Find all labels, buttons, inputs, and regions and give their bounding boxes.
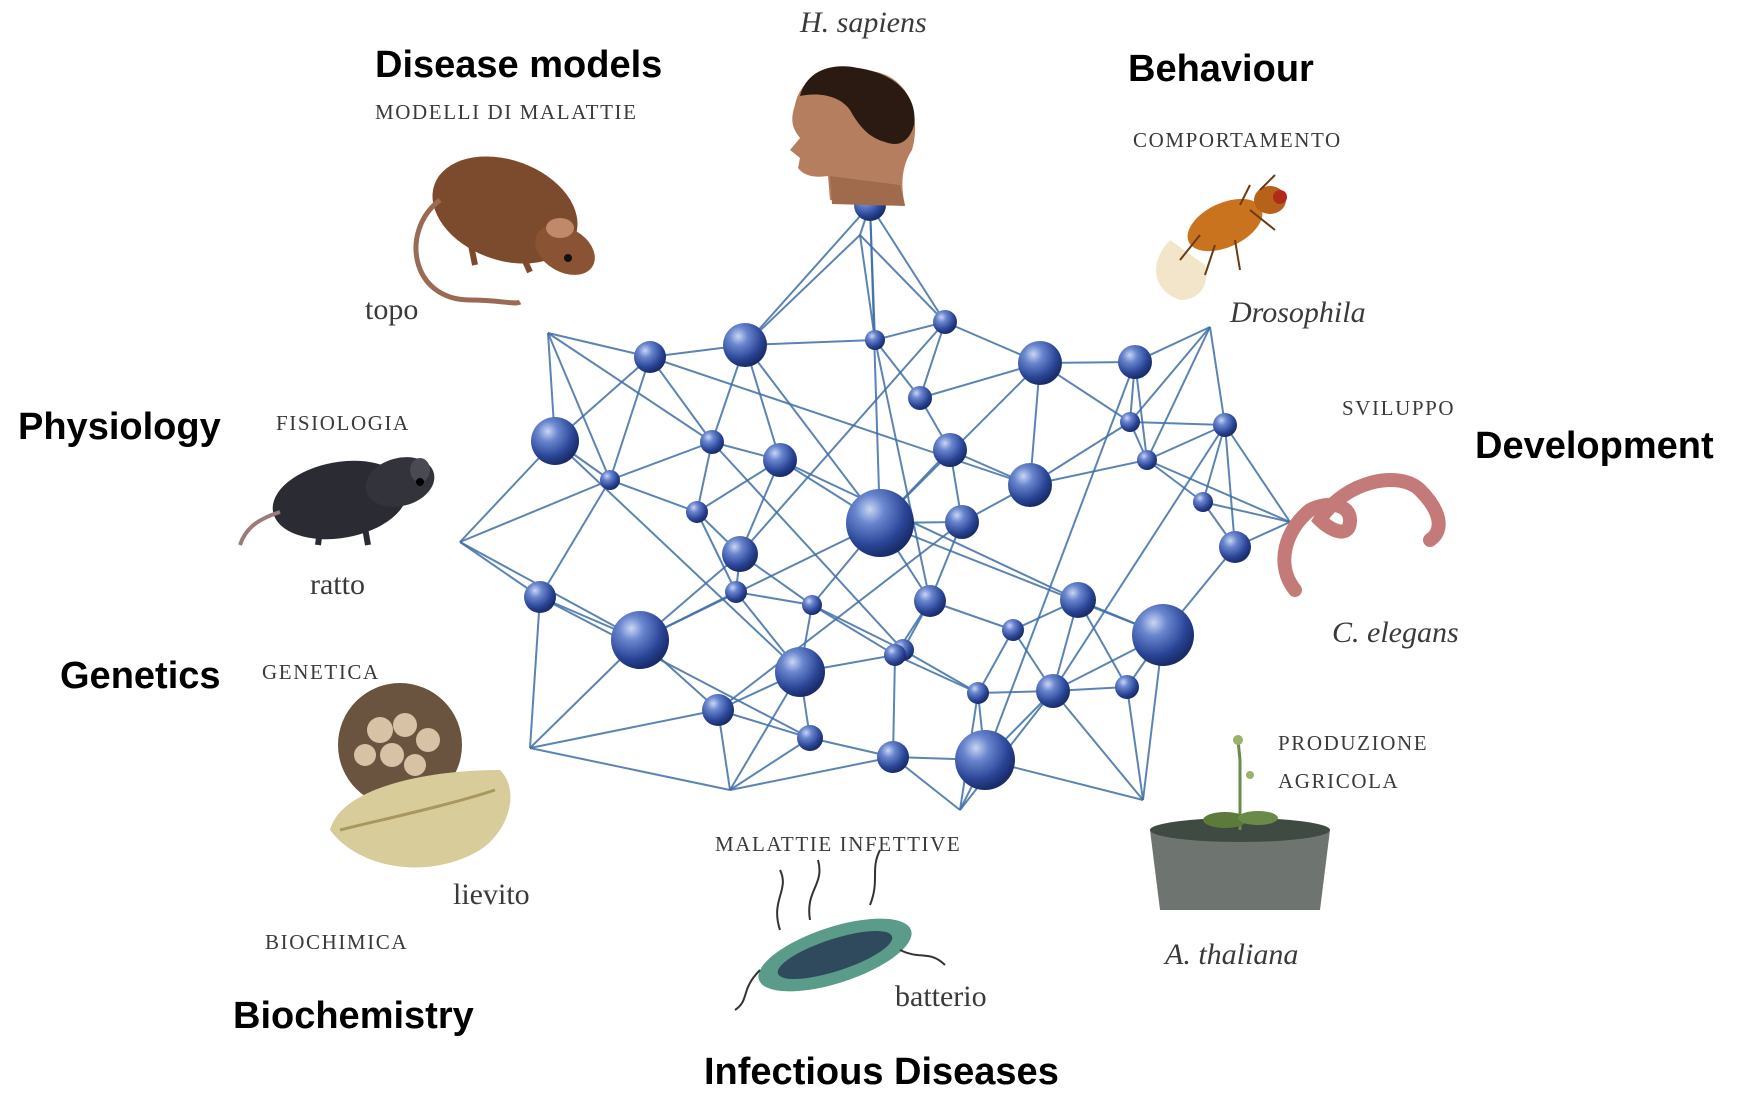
network-node [933, 310, 957, 334]
fruit-fly-icon [1156, 175, 1287, 300]
label-modelli-di-malattie: MODELLI DI MALATTIE [375, 102, 638, 123]
network-node [1213, 413, 1237, 437]
yeast-icon [330, 683, 510, 867]
network-edge [745, 235, 860, 345]
network-edge [745, 205, 870, 345]
network-node [1132, 604, 1194, 666]
label-h-sapiens: H. sapiens [800, 8, 927, 38]
network-edge [460, 480, 610, 542]
network-edge [1225, 425, 1235, 547]
label-drosophila: Drosophila [1230, 298, 1366, 328]
network-node [933, 433, 967, 467]
label-c-elegans: C. elegans [1332, 618, 1459, 648]
network-edge [870, 205, 945, 322]
label-biochimica: BIOCHIMICA [265, 932, 408, 953]
label-sviluppo: SVILUPPO [1342, 398, 1455, 419]
label-lievito: lievito [453, 880, 530, 910]
network-edge [610, 480, 697, 512]
network-edge [736, 592, 812, 605]
network-node [524, 581, 556, 613]
mouse-icon [416, 137, 604, 303]
network-node [1018, 341, 1062, 385]
plant-icon [1150, 735, 1330, 910]
label-infectious-diseases: Infectious Diseases [704, 1053, 1059, 1091]
network-edge [530, 710, 718, 748]
network-node [846, 489, 914, 557]
label-malattie-infettive: MALATTIE INFETTIVE [715, 834, 961, 855]
network-edge [1210, 327, 1225, 425]
network-edge [540, 480, 610, 597]
network-node [1036, 674, 1070, 708]
network-node [702, 694, 734, 726]
network-node [865, 330, 885, 350]
label-ratto: ratto [310, 570, 365, 600]
human-head-icon [790, 66, 915, 206]
network-edge [920, 322, 945, 398]
network-node [797, 725, 823, 751]
network-node [725, 581, 747, 603]
network-node [967, 682, 989, 704]
label-development: Development [1475, 427, 1714, 465]
network-edge [812, 605, 895, 655]
network-node [531, 417, 579, 465]
network-edge [740, 322, 945, 554]
network-node [1137, 450, 1157, 470]
network-node [1115, 675, 1139, 699]
network-node [723, 323, 767, 367]
network-node [1008, 463, 1052, 507]
label-disease-models: Disease models [375, 46, 662, 84]
label-topo: topo [365, 295, 418, 325]
rat-icon [240, 450, 440, 549]
network-edge [1130, 422, 1225, 425]
label-a-thaliana: A. thaliana [1165, 940, 1298, 970]
label-agricola: AGRICOLA [1278, 771, 1399, 792]
label-fisiologia: FISIOLOGIA [276, 413, 410, 434]
label-produzione: PRODUZIONE [1278, 733, 1428, 754]
label-behaviour: Behaviour [1128, 50, 1314, 88]
network-node [1219, 531, 1251, 563]
network-node [1002, 619, 1024, 641]
network-node [884, 644, 906, 666]
network-node [763, 443, 797, 477]
network-node [914, 585, 946, 617]
network-edge [875, 340, 930, 601]
network-edge [1203, 425, 1225, 502]
network-node [611, 611, 669, 669]
label-physiology: Physiology [18, 408, 221, 446]
network-node [1060, 582, 1096, 618]
network-node [955, 730, 1015, 790]
label-batterio: batterio [895, 982, 987, 1012]
network-edge [880, 523, 1163, 635]
label-biochemistry: Biochemistry [233, 997, 474, 1035]
network-node [775, 647, 825, 697]
network-edge [1147, 327, 1210, 460]
network-edge [555, 441, 800, 672]
network-node [1193, 492, 1213, 512]
network-node [877, 741, 909, 773]
network-node [634, 341, 666, 373]
network-node [1118, 345, 1152, 379]
network-node [1120, 412, 1140, 432]
network-edge [903, 650, 978, 693]
network-edge [530, 597, 540, 748]
label-genetica: GENETICA [262, 662, 380, 683]
network-node [945, 505, 979, 539]
network-node [686, 501, 708, 523]
worm-icon [1284, 480, 1438, 590]
network-edge [895, 655, 978, 693]
network-node [600, 470, 620, 490]
network-edge [610, 442, 712, 480]
network-edge [530, 748, 730, 790]
label-comportamento: COMPORTAMENTO [1133, 130, 1342, 151]
network-node [700, 430, 724, 454]
network-node [722, 536, 758, 572]
network-node [802, 595, 822, 615]
network-edge [540, 597, 810, 738]
network-node [908, 386, 932, 410]
label-genetics: Genetics [60, 657, 221, 695]
